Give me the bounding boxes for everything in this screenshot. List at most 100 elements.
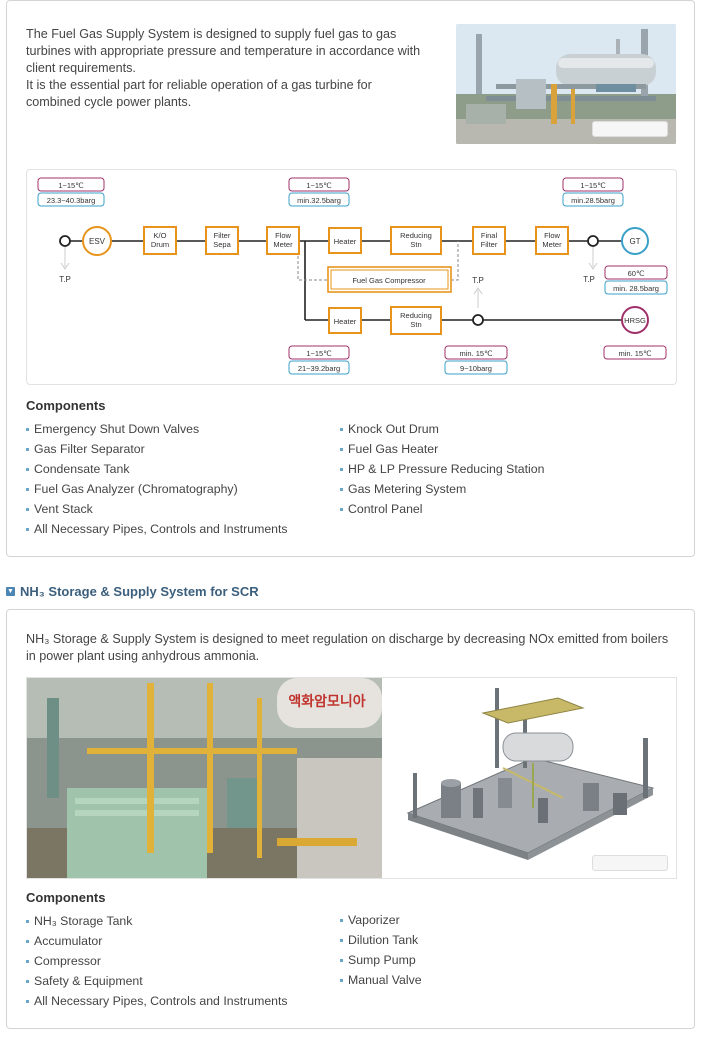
gt-press-box [604,280,668,295]
fgss-intro-line-1: The Fuel Gas Supply System is designed t… [26,27,421,75]
esv-label: ESV [89,237,106,246]
gt-node [621,227,649,255]
fgss-process-diagram: T.P ESV K/O Drum Filter Sepa Flow Meter … [26,169,677,385]
fgss-photo [456,24,676,144]
inlet-node [59,235,71,247]
nh3-site-illustration: 액화암모니아 [27,678,382,878]
hrsg-label: HRSG [624,316,646,325]
hrsg-node [621,306,649,334]
tag-2-temp: 1~15℃ [306,181,332,190]
reducing-stn-1-label-1: Reducing [400,231,432,240]
reducing-stn-2-box [390,306,442,335]
tag-4-press: 21~39.2barg [298,364,340,373]
list-item: Condensate Tank [26,459,288,479]
list-item: Manual Valve [340,970,422,990]
fgss-plant-illustration [456,24,676,144]
tag-3-press: min.28.5barg [571,196,615,205]
gt-temp-box [604,265,668,280]
list-item: Accumulator [26,931,288,951]
tag-4-temp: 1~15℃ [306,349,332,358]
filter-sepa-box [205,226,239,255]
hrsg-temp-box [603,345,667,360]
nh3-3d-illustration [383,678,676,878]
tag-2-temp-box [288,177,350,192]
hrsg-temp: min. 15℃ [618,349,652,358]
list-item: All Necessary Pipes, Controls and Instru… [26,991,288,1011]
tag-1-press-box [37,192,105,207]
fgss-flow-svg: T.P ESV K/O Drum Filter Sepa Flow Meter … [37,177,668,375]
compressor-dashed-right [451,241,459,281]
tag-1-press: 23.3~40.3barg [47,196,96,205]
list-item: Gas Filter Separator [26,439,288,459]
tp-arrow-1 [60,247,70,270]
hrsg-branch-node [472,314,484,326]
tag-4-temp-box [288,345,350,360]
list-item: Control Panel [340,499,544,519]
tag-1-temp: 1~15℃ [58,181,84,190]
tp-label-2: T.P [583,275,595,284]
nh3-section-title: ▼ NH₃ Storage & Supply System for SCR [6,584,259,599]
heater-1-box [328,227,362,254]
filter-sepa-label-2: Sepa [213,240,231,249]
reducing-stn-2-label-2: Stn [410,320,421,329]
gt-temp: 60℃ [628,269,645,278]
list-item: Safety & Equipment [26,971,288,991]
list-item: Dilution Tank [340,930,422,950]
esv-node [82,226,112,256]
fgss-photo-caption-box [592,121,668,137]
final-filter-label-1: Final [481,231,498,240]
final-filter-label-2: Filter [481,240,498,249]
heater-1-label: Heater [334,237,357,246]
list-item: Fuel Gas Heater [340,439,544,459]
gt-press: min. 28.5barg [613,284,659,293]
filter-sepa-label-1: Filter [214,231,231,240]
chevron-down-icon: ▼ [6,587,15,596]
tp-label-1: T.P [59,275,71,284]
tp-arrow-3 [473,287,483,308]
flow-meter-1-box [266,226,300,255]
nh3-photos: 액화암모니아 [26,677,677,879]
final-filter-box [472,226,506,255]
nh3-site-photo: 액화암모니아 [27,678,382,878]
tp-label-3: T.P [472,276,484,285]
nh3-components-right: Vaporizer Dilution Tank Sump Pump Manual… [340,910,422,990]
reducing-stn-1-box [390,226,442,255]
list-item: Emergency Shut Down Valves [26,419,288,439]
list-item: Knock Out Drum [340,419,544,439]
list-item: Compressor [26,951,288,971]
tag-5-temp-box [444,345,508,360]
tag-4-press-box [288,360,350,375]
fgss-components-title: Components [26,398,106,413]
nh3-components-left: NH₃ Storage Tank Accumulator Compressor … [26,911,288,1011]
reducing-stn-2-label-1: Reducing [400,311,432,320]
compressor-box-inner [330,269,449,290]
tag-5-press: 9~10barg [460,364,492,373]
list-item: All Necessary Pipes, Controls and Instru… [26,519,288,539]
flow-meter-2-box [535,226,569,255]
list-item: Vent Stack [26,499,288,519]
nh3-panel: NH₃ Storage & Supply System is designed … [6,609,695,1029]
nh3-intro: NH₃ Storage & Supply System is designed … [26,632,669,663]
gt-label: GT [629,237,640,246]
flow-meter-1-label-1: Flow [275,231,291,240]
nh3-section-title-text: NH₃ Storage & Supply System for SCR [20,584,259,599]
fgss-components-left: Emergency Shut Down Valves Gas Filter Se… [26,419,288,539]
nh3-3d-model [383,678,676,878]
tag-3-press-box [562,192,624,207]
nh3-components-title: Components [26,890,106,905]
list-item: HP & LP Pressure Reducing Station [340,459,544,479]
tag-1-temp-box [37,177,105,192]
flow-meter-2-label-2: Meter [542,240,562,249]
ko-drum-box [143,226,177,255]
list-item: Gas Metering System [340,479,544,499]
fgss-intro-line-2: It is the essential part for reliable op… [26,78,372,109]
tag-5-press-box [444,360,508,375]
tag-3-temp-box [562,177,624,192]
tag-5-temp: min. 15℃ [459,349,493,358]
list-item: Sump Pump [340,950,422,970]
flow-meter-2-label-1: Flow [544,231,560,240]
fgss-panel: The Fuel Gas Supply System is designed t… [6,0,695,557]
compressor-dashed-left [297,241,328,281]
tp-arrow-2 [588,247,598,270]
fgss-components-right: Knock Out Drum Fuel Gas Heater HP & LP P… [340,419,544,519]
